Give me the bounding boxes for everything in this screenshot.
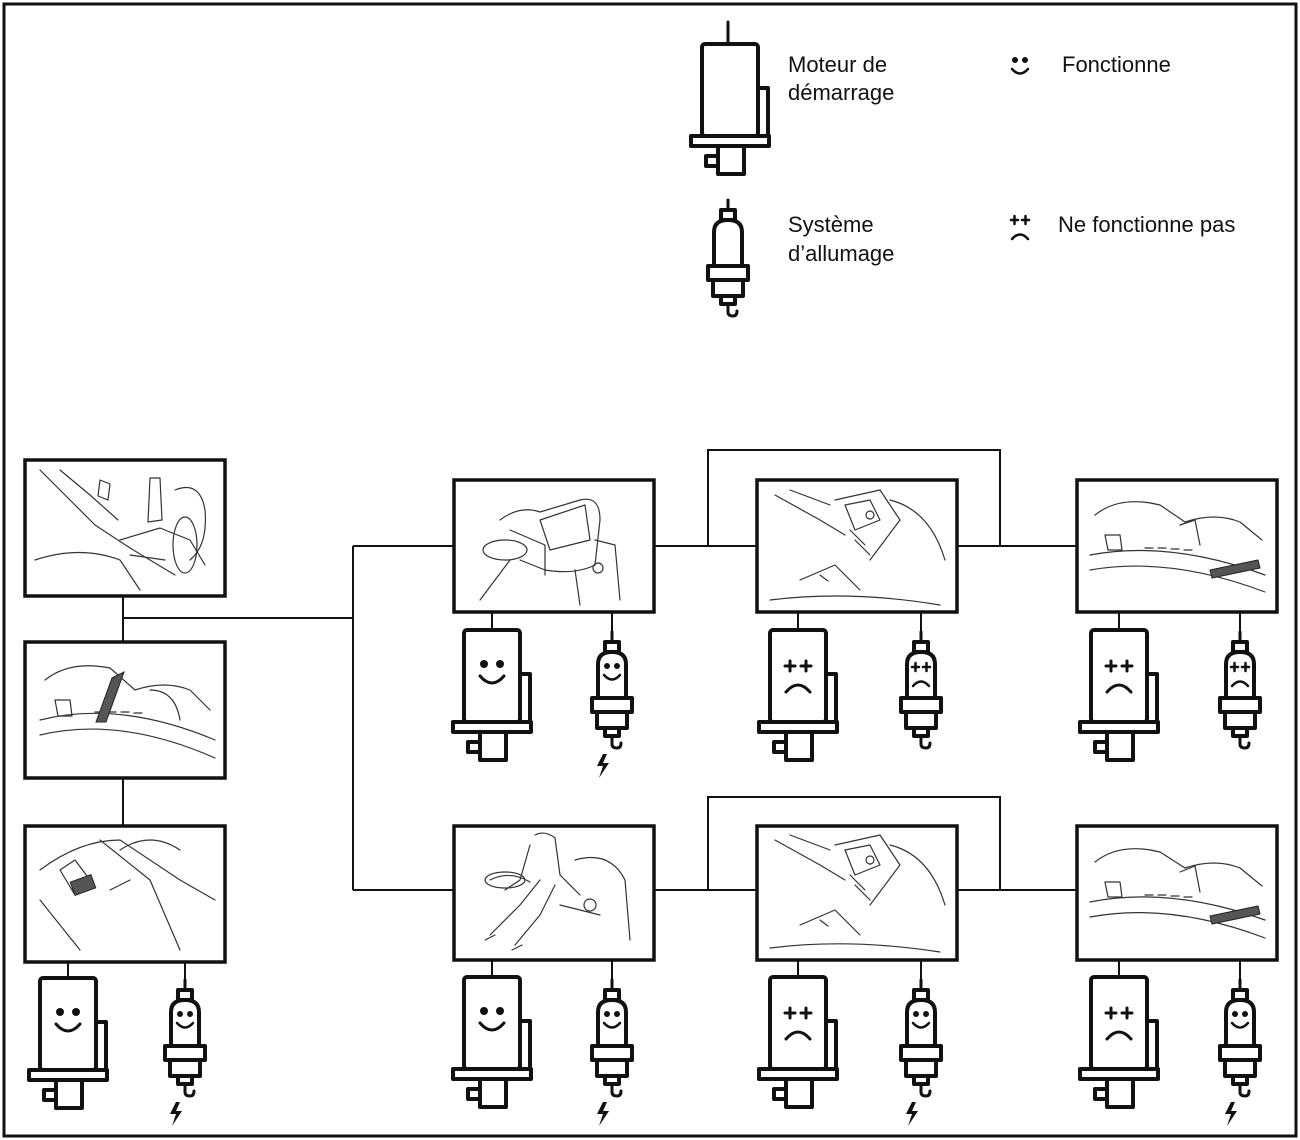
legend: Moteur de démarrage Système d’allumage F…: [689, 20, 1235, 318]
scene-left-top: [23, 458, 227, 598]
lever-handle: [95, 670, 125, 723]
legend-starter-label-line1: Moteur de: [788, 52, 887, 77]
top-2-spark-plug-icon: [899, 630, 943, 750]
spark-plug-icon: [706, 198, 750, 318]
scene-illustration: [1089, 848, 1266, 939]
scene-left-mid: [23, 640, 227, 780]
left-bot-starter-motor-icon: [27, 976, 109, 1110]
scene-bot-2: [755, 824, 959, 962]
top-1-starter-motor-icon: [451, 628, 533, 762]
scene-illustration: [39, 665, 216, 759]
legend-not-works-label: Ne fonctionne pas: [1058, 212, 1235, 237]
scene-illustration: [769, 834, 946, 953]
bot-2-starter-motor-icon: [757, 975, 839, 1109]
scene-left-bot: [23, 824, 227, 964]
legend-starter-label-line2: démarrage: [788, 80, 894, 105]
legend-ignition-label-line2: d’allumage: [788, 241, 894, 266]
lightning-bolt-icon: [1225, 1102, 1237, 1126]
scene-illustration: [484, 832, 631, 951]
legend-ignition: Système d’allumage: [706, 198, 894, 318]
scene-top-1: [452, 478, 656, 614]
top-3-starter-motor-icon: [1078, 628, 1160, 762]
bot-1-starter-motor-icon: [451, 975, 533, 1109]
bot-2-spark-plug-icon: [899, 978, 943, 1126]
left-bot-spark-plug-icon: [163, 978, 207, 1126]
top-2-starter-motor-icon: [757, 628, 839, 762]
lightning-bolt-icon: [597, 754, 609, 778]
bot-3-spark-plug-icon: [1218, 978, 1262, 1126]
legend-starter: Moteur de démarrage: [689, 20, 894, 176]
legend-not-works: Ne fonctionne pas: [1009, 212, 1235, 241]
legend-works: Fonctionne: [1010, 52, 1171, 77]
sad-face-icon: [1009, 214, 1031, 241]
top-1-spark-plug-icon: [590, 630, 634, 778]
lever-handle: [1209, 905, 1261, 925]
starter-motor-icon: [689, 20, 771, 176]
scene-top-2: [755, 478, 959, 614]
lightning-bolt-icon: [906, 1102, 918, 1126]
legend-works-label: Fonctionne: [1062, 52, 1171, 77]
lever-handle: [1209, 559, 1261, 579]
scene-illustration: [39, 839, 216, 951]
switch-block: [69, 874, 97, 896]
scene-bot-3: [1075, 824, 1279, 962]
bot-1-spark-plug-icon: [590, 978, 634, 1126]
scene-illustration: [34, 469, 207, 591]
lightning-bolt-icon: [170, 1102, 182, 1126]
scene-top-3: [1075, 478, 1279, 614]
scene-bot-1: [452, 824, 656, 962]
top-3-spark-plug-icon: [1218, 630, 1262, 750]
bot-3-starter-motor-icon: [1078, 975, 1160, 1109]
connector-lines: [67, 449, 1241, 980]
lightning-bolt-icon: [597, 1102, 609, 1126]
scene-illustration: [479, 498, 621, 606]
legend-ignition-label-line1: Système: [788, 212, 874, 237]
happy-face-icon: [1010, 55, 1030, 75]
scene-illustration: [769, 489, 946, 606]
